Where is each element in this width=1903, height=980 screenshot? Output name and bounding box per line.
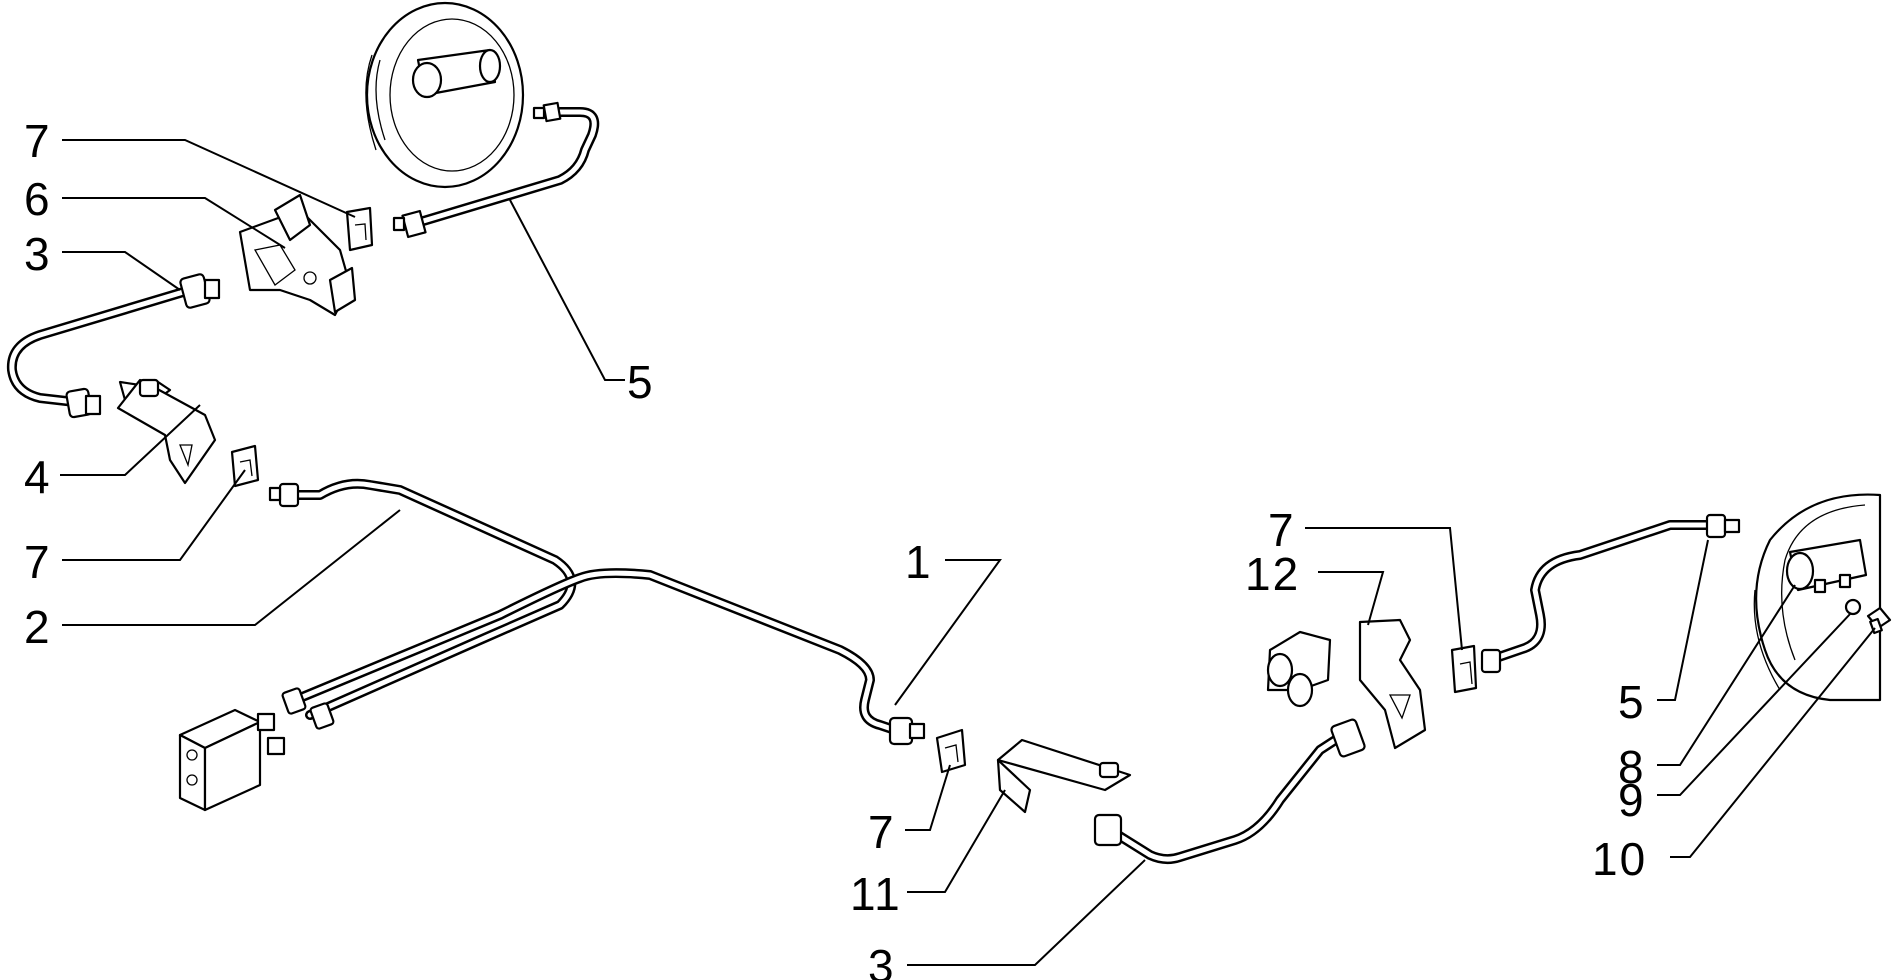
callout-7-center: 7 — [868, 806, 896, 858]
pipe-5-lower — [1480, 513, 1741, 674]
bracket-6 — [238, 193, 357, 317]
wheel-cylinder-right — [1785, 538, 1868, 594]
callout-7-top: 7 — [24, 115, 52, 167]
callout-5-upper: 5 — [627, 356, 655, 408]
brake-drum-left — [365, 1, 525, 189]
callout-3-lower: 3 — [868, 940, 896, 980]
brake-drum-right — [1753, 493, 1882, 702]
callout-1: 1 — [905, 536, 933, 588]
pipe-3-lower — [1093, 718, 1366, 865]
callout-4: 4 — [24, 451, 52, 503]
clip-7-top — [345, 206, 374, 252]
leader-lines — [60, 139, 1876, 966]
pipe-5-upper — [392, 101, 600, 239]
pipe-2 — [268, 478, 577, 730]
bracket-12 — [1266, 618, 1427, 750]
callout-3-upper: 3 — [24, 228, 52, 280]
pipe-1 — [281, 568, 926, 746]
callout-10: 10 — [1592, 833, 1647, 885]
clip-7-right — [1450, 644, 1478, 694]
bleed-screw-9 — [1844, 598, 1862, 616]
callout-9: 9 — [1618, 774, 1646, 826]
callout-6: 6 — [24, 173, 52, 225]
callout-7-right: 7 — [1268, 504, 1296, 556]
callout-labels: 7 6 3 4 7 2 5 1 7 11 3 7 12 5 8 9 10 — [24, 115, 1647, 980]
callout-11: 11 — [850, 868, 902, 920]
bracket-4 — [116, 378, 217, 485]
callout-8: 8 — [1618, 741, 1646, 793]
clip-7-center — [935, 728, 967, 774]
bracket-11 — [996, 738, 1132, 814]
callout-7-left: 7 — [24, 536, 52, 588]
junction-block — [178, 708, 286, 812]
wheel-cylinder-left — [411, 48, 502, 99]
callout-2: 2 — [24, 601, 52, 653]
callout-12: 12 — [1245, 548, 1300, 600]
callout-5-lower: 5 — [1618, 676, 1646, 728]
clip-7-mid-left — [230, 444, 260, 488]
pipe-3-upper — [6, 273, 221, 419]
